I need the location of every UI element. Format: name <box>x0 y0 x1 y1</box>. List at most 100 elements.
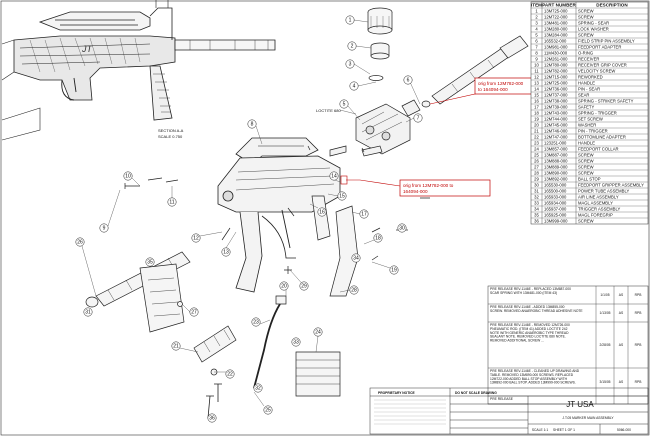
revision-code: AS <box>619 311 624 315</box>
bubble-number: 28 <box>351 287 357 293</box>
bubble-number: 18 <box>375 235 381 241</box>
bubble-circle <box>389 265 399 275</box>
bom-description: MAGL ASSEMBLY <box>578 200 613 205</box>
bom-description: SPRING - SEAR <box>578 20 609 25</box>
bom-part-number: 13M887-000 <box>544 152 568 157</box>
bom-part-number: 13M280-000 <box>544 26 568 31</box>
bom-description: RECEIVER GRIP COVER <box>578 62 627 67</box>
bom-description: PIN - SEAR <box>578 86 600 91</box>
bom-description: AIR LINE ASSEMBLY <box>578 194 619 199</box>
bom-part-number: 13M889-000 <box>544 164 568 169</box>
bom-item-number: 36 <box>534 218 539 223</box>
bom-description: SEAR <box>578 92 589 97</box>
bubble-circle <box>263 405 273 415</box>
bom-item-number: 14 <box>534 86 539 91</box>
bom-part-number: 13M857-000 <box>544 146 568 151</box>
bubble-number: 1 <box>349 17 352 23</box>
bom-part-number: 13M481-000 <box>544 20 568 25</box>
bom-item-number: 34 <box>534 206 539 211</box>
power-tube <box>421 35 529 108</box>
receiver-body <box>217 137 341 293</box>
item-bubble: 14 <box>329 171 339 181</box>
bom-part-number: 12M780-000 <box>544 62 568 67</box>
bubble-circle <box>313 327 323 337</box>
bom-description: HANDLE <box>578 80 595 85</box>
bom-description: HANDLE <box>578 140 595 145</box>
bubble-circle <box>291 337 301 347</box>
bom-description: LOCK WASHER <box>578 26 609 31</box>
bubble-number: 3 <box>349 61 352 67</box>
bom-item-number: 6 <box>535 38 538 43</box>
bom-item-number: 28 <box>534 170 539 175</box>
item-bubble: 24 <box>313 327 323 337</box>
bom-item-number: 16 <box>534 98 539 103</box>
svg-text:JT: JT <box>81 44 94 54</box>
bom-item-number: 21 <box>534 128 539 133</box>
item-bubble: 1 <box>345 15 355 25</box>
bubble-circle <box>317 207 327 217</box>
lower-parts <box>85 195 359 419</box>
bom-part-number: 165925-000 <box>544 212 567 217</box>
bubble-circle <box>75 237 85 247</box>
item-bubble: 12 <box>191 233 201 243</box>
revision-block: PRE RELEASE REV-1146E - REPLACED 13M887-… <box>487 285 649 405</box>
revision-code: AS <box>619 343 624 347</box>
bom-header: DESCRIPTION <box>596 2 628 7</box>
revision-text: PRE RELEASE REV-1146E - ADDED 13M855-000… <box>490 305 583 313</box>
bom-item-number: 5 <box>535 32 538 37</box>
section-scale: SCALE 0.750 <box>158 134 183 139</box>
item-bubble: 23 <box>251 317 261 327</box>
item-bubble: 5 <box>339 99 349 109</box>
bom-part-number: 12M782-000 <box>544 68 568 73</box>
item-bubble: 25 <box>263 405 273 415</box>
company-name: JT USA <box>566 400 594 409</box>
bom-description: PIN - TRIGGER <box>578 128 608 133</box>
bubble-number: 5 <box>343 101 346 107</box>
highlighted-part-11 <box>340 175 348 185</box>
bom-header: ITEM <box>531 2 542 7</box>
bom-part-number: 12M736-000 <box>544 86 568 91</box>
bom-description: SCREW <box>578 158 594 163</box>
bom-part-number: 12M725-000 <box>544 80 568 85</box>
bom-part-number: 165500-000 <box>544 188 567 193</box>
bubble-circle <box>337 191 347 201</box>
item-bubble: 9 <box>99 223 109 233</box>
bom-description: O-RING <box>578 50 593 55</box>
bubble-circle <box>225 369 235 379</box>
bom-part-number: 13M892-000 <box>544 176 568 181</box>
bom-description: BOTTOMLINE ADAPTER <box>578 134 626 139</box>
bom-item-number: 29 <box>534 176 539 181</box>
bom-description: VELOCITY SCREW <box>578 68 615 73</box>
bom-item-number: 25 <box>534 152 539 157</box>
item-bubble: 18 <box>373 233 383 243</box>
bom-part-number: 13M981-000 <box>544 44 568 49</box>
bom-item-number: 33 <box>534 200 539 205</box>
bom-description: RECEIVER <box>578 56 599 61</box>
item-bubble: 6 <box>403 75 413 85</box>
bubble-circle <box>279 281 289 291</box>
bubble-circle <box>349 285 359 295</box>
bubble-circle <box>123 171 133 181</box>
bom-header: PART NUMBER <box>542 2 576 7</box>
revision-by: RPB <box>635 311 643 315</box>
bubble-number: 10 <box>125 173 131 179</box>
bom-part-number: 12M737-000 <box>544 92 568 97</box>
bom-part-number: 12M738-000 <box>544 98 568 103</box>
bom-item-number: 3 <box>535 20 538 25</box>
notice-lines <box>374 399 446 425</box>
bubble-circle <box>83 307 93 317</box>
bubble-number: 27 <box>191 309 197 315</box>
bubble-circle <box>207 413 217 423</box>
item-bubble: 35 <box>145 257 155 267</box>
bubble-circle <box>351 253 361 263</box>
bubble-circle <box>251 317 261 327</box>
item-bubble: 36 <box>207 413 217 423</box>
bom-item-number: 19 <box>534 116 539 121</box>
item-bubble: 29 <box>299 281 309 291</box>
bom-description: BALL STOP <box>578 176 601 181</box>
bubble-number: 21 <box>173 343 179 349</box>
item-bubble: 20 <box>279 281 289 291</box>
